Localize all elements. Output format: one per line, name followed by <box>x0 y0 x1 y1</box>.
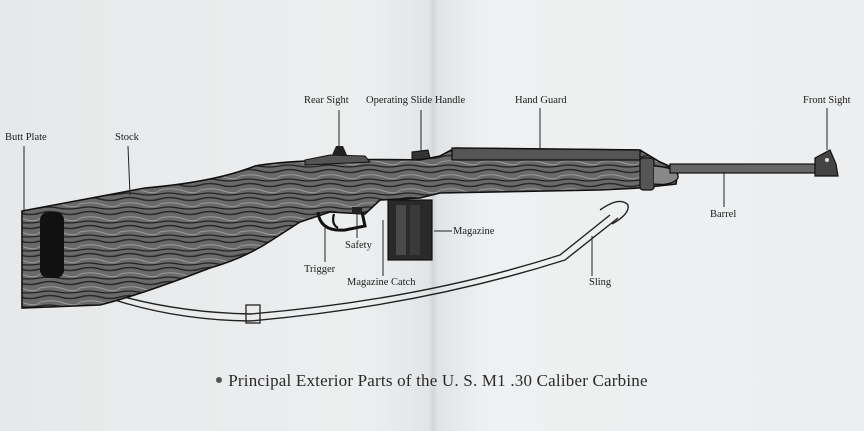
rear-sight <box>332 146 347 155</box>
label-operating-slide-handle: Operating Slide Handle <box>366 95 466 106</box>
safety <box>352 207 362 214</box>
label-rear-sight: Rear Sight <box>304 95 349 106</box>
sling <box>85 214 611 315</box>
label-magazine-catch: Magazine Catch <box>347 277 416 288</box>
label-stock: Stock <box>115 132 139 143</box>
right-page <box>432 0 864 431</box>
barrel <box>669 163 821 174</box>
butt-plate-slot <box>40 212 64 278</box>
book-gutter <box>428 0 438 431</box>
label-butt-plate: Butt Plate <box>5 132 47 143</box>
label-sling: Sling <box>589 277 612 288</box>
front-sight <box>814 149 839 177</box>
stock <box>21 147 679 309</box>
hand-guard <box>451 147 641 161</box>
label-magazine: Magazine <box>453 226 495 237</box>
trigger <box>332 213 339 229</box>
bullet-icon <box>216 377 223 384</box>
label-barrel: Barrel <box>710 209 737 220</box>
figure-caption: Principal Exterior Parts of the U. S. M1… <box>0 371 864 391</box>
sling-buckle <box>245 304 261 324</box>
caption-text: Principal Exterior Parts of the U. S. M1… <box>228 371 648 390</box>
trigger-guard <box>316 211 367 232</box>
barrel-band <box>639 157 655 191</box>
label-trigger: Trigger <box>304 264 336 275</box>
operating-slide-handle <box>411 149 431 161</box>
label-safety: Safety <box>345 240 372 251</box>
leader-stock <box>127 145 131 196</box>
label-hand-guard: Hand Guard <box>515 95 567 106</box>
label-front-sight: Front Sight <box>803 95 851 106</box>
